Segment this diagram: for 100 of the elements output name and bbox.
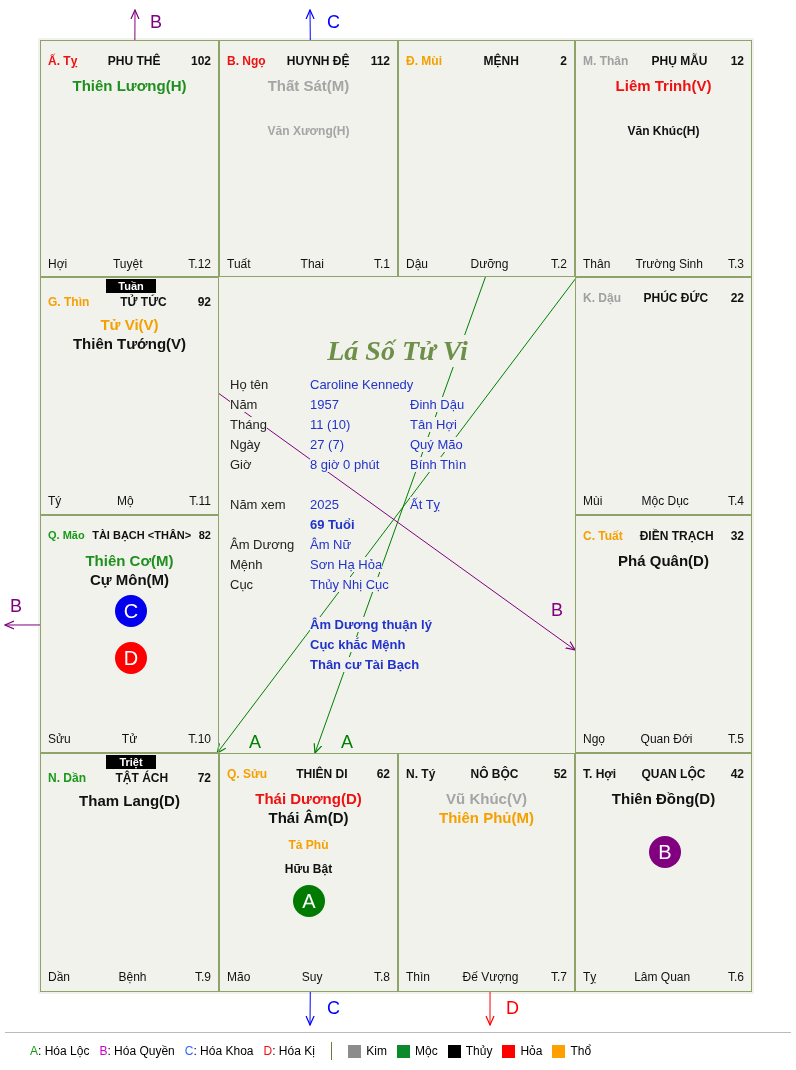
arrow bbox=[130, 9, 140, 41]
star-name: Thiên Tướng(V) bbox=[72, 335, 187, 352]
field-value: Thân cư Tài Bạch bbox=[310, 657, 420, 672]
month-label: T.1 bbox=[374, 257, 390, 271]
branch-label: Hợi bbox=[48, 257, 68, 271]
arrow bbox=[485, 991, 495, 1026]
month-label: T.12 bbox=[188, 257, 211, 271]
branch-label: Tuất bbox=[227, 257, 251, 271]
palace-number: 112 bbox=[370, 54, 390, 68]
month-label: T.10 bbox=[188, 732, 211, 746]
field-label: Âm Dương bbox=[230, 537, 295, 552]
palace-number: 42 bbox=[730, 767, 744, 781]
palace-cell bbox=[40, 40, 219, 277]
stem-branch-label: Q. Sửu bbox=[227, 767, 268, 781]
star-name: Thất Sát(M) bbox=[267, 77, 350, 94]
palace-name: TỬ TỨC bbox=[120, 295, 167, 309]
stem-branch-label: N. Tý bbox=[406, 767, 436, 781]
phase-label: Lâm Quan bbox=[634, 970, 691, 984]
palace-name: PHỤ MẪU bbox=[651, 54, 708, 68]
legend-label: D: Hóa Kị bbox=[263, 1044, 315, 1058]
field-value: Ất Tỵ bbox=[410, 497, 441, 512]
palace-number: 22 bbox=[730, 291, 744, 305]
legend-label: A: Hóa Lộc bbox=[30, 1044, 90, 1058]
field-value: 27 (7) bbox=[310, 437, 344, 452]
palace-name: ĐIỀN TRẠCH bbox=[639, 529, 714, 543]
palace-name: PHU THÊ bbox=[107, 54, 161, 68]
palace-number: 62 bbox=[376, 767, 390, 781]
palace-cell bbox=[575, 277, 752, 515]
stem-branch-label: M. Thân bbox=[583, 54, 629, 68]
field-label: Cục bbox=[230, 577, 254, 592]
star-name: Thiên Cơ(M) bbox=[85, 552, 174, 569]
palace-number: 82 bbox=[198, 529, 211, 541]
branch-label: Thân bbox=[583, 257, 611, 271]
palace-name: PHÚC ĐỨC bbox=[643, 291, 709, 305]
phase-label: Mộ bbox=[116, 494, 134, 508]
field-label: Năm xem bbox=[230, 497, 286, 512]
field-value: Âm Dương thuận lý bbox=[310, 617, 432, 632]
month-label: T.2 bbox=[550, 257, 567, 271]
edge-label: B bbox=[10, 596, 22, 617]
legend-label: C: Hóa Khoa bbox=[184, 1044, 254, 1058]
arrow bbox=[305, 991, 315, 1026]
palace-cell bbox=[40, 515, 219, 753]
phase-label: Đế Vượng bbox=[462, 970, 519, 984]
field-value: Âm Nữ bbox=[310, 537, 352, 552]
star-name: Tả Phù bbox=[288, 838, 329, 852]
phase-label: Bệnh bbox=[118, 970, 147, 984]
stem-branch-label: C. Tuất bbox=[583, 529, 623, 543]
arrow bbox=[4, 620, 41, 630]
field-value: Tân Hợi bbox=[410, 417, 457, 432]
palace-number: 32 bbox=[730, 529, 744, 543]
month-label: T.4 bbox=[727, 494, 744, 508]
month-label: T.3 bbox=[727, 257, 744, 271]
stem-branch-label: Đ. Mùi bbox=[406, 54, 442, 68]
field-value: 1957 bbox=[310, 397, 339, 412]
branch-label: Tỵ bbox=[583, 970, 597, 984]
star-name: Thiên Lương(H) bbox=[72, 77, 187, 94]
phase-label: Quan Đới bbox=[640, 732, 693, 746]
legend-label: Mộc bbox=[415, 1044, 438, 1058]
field-value: Quý Mão bbox=[410, 437, 463, 452]
palace-name: NÔ BỘC bbox=[470, 767, 519, 781]
stem-branch-label: Ấ. Tỵ bbox=[48, 54, 78, 68]
palace-name: THIÊN DI bbox=[296, 767, 348, 781]
star-name: Thiên Đồng(D) bbox=[611, 790, 716, 807]
edge-label: A bbox=[341, 732, 353, 753]
palace-cell bbox=[40, 753, 219, 992]
month-label: T.7 bbox=[551, 970, 567, 984]
stem-branch-label: Q. Mão bbox=[48, 529, 85, 541]
arrow bbox=[305, 9, 315, 41]
star-name: Văn Xương(H) bbox=[267, 124, 350, 138]
star-name: Vũ Khúc(V) bbox=[446, 790, 527, 807]
marker-tag: Triệt bbox=[106, 755, 156, 769]
legend-label: Thủy bbox=[465, 1044, 493, 1058]
palace-cell bbox=[40, 277, 219, 515]
branch-label: Mùi bbox=[583, 494, 603, 508]
palace-number: 52 bbox=[553, 767, 567, 781]
legend-label: B: Hóa Quyền bbox=[99, 1044, 175, 1058]
field-label: Họ tên bbox=[230, 377, 269, 392]
palace-number: 2 bbox=[560, 54, 567, 68]
branch-label: Dần bbox=[48, 970, 70, 984]
stem-branch-label: K. Dậu bbox=[583, 291, 621, 305]
palace-cell bbox=[219, 753, 398, 992]
field-value: Thủy Nhị Cục bbox=[310, 577, 389, 592]
star-name: Thiên Phủ(M) bbox=[439, 809, 534, 826]
palace-name: MỆNH bbox=[483, 54, 519, 68]
legend-label: Thổ bbox=[570, 1044, 592, 1058]
palace-cell bbox=[575, 40, 752, 277]
month-label: T.11 bbox=[189, 494, 211, 508]
field-value: Cục khắc Mệnh bbox=[310, 637, 406, 652]
star-name: Phá Quân(D) bbox=[618, 552, 709, 569]
star-name: Hữu Bật bbox=[284, 862, 333, 876]
palace-name: TẬT ÁCH bbox=[115, 771, 169, 785]
branch-label: Dậu bbox=[406, 257, 428, 271]
phase-label: Trường Sinh bbox=[635, 257, 703, 271]
edge-label: B bbox=[551, 600, 563, 621]
field-value: 8 giờ 0 phút bbox=[310, 457, 380, 472]
palace-cell bbox=[398, 753, 575, 992]
field-value: 11 (10) bbox=[310, 417, 351, 432]
field-value: 2025 bbox=[310, 497, 339, 512]
field-value: Bính Thìn bbox=[410, 457, 467, 472]
field-label: Giờ bbox=[230, 457, 252, 472]
